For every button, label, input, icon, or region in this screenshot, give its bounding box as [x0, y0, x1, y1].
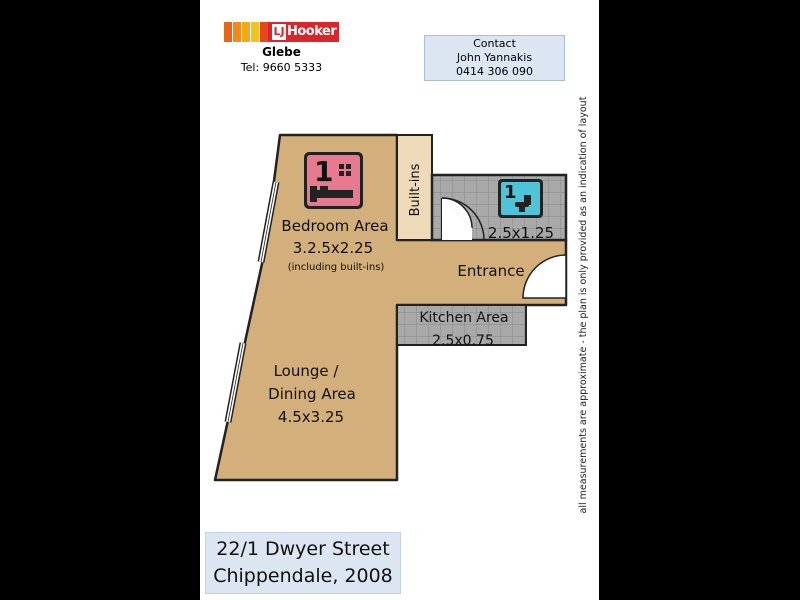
bedroom-count: 1 — [314, 155, 333, 188]
disclaimer-note: all measurements are approximate - the p… — [578, 96, 589, 514]
contact-phone[interactable]: 0414 306 090 — [456, 65, 533, 78]
contact-title: Contact — [473, 37, 516, 50]
office-name: Glebe — [262, 45, 301, 59]
window-bedroom — [257, 181, 280, 263]
address-box: 22/1 Dwyer Street Chippendale, 2008 — [205, 532, 401, 594]
address-line1: 22/1 Dwyer Street — [216, 538, 390, 560]
lj-hooker-logo: LJ Hooker — [224, 22, 339, 42]
kitchen-size: 2.5x0.75 — [432, 333, 494, 349]
lounge-label-line2: Dining Area — [268, 385, 356, 403]
built-ins — [396, 134, 433, 241]
contact-name: John Yannakis — [456, 51, 533, 64]
kitchen-label: Kitchen Area — [419, 310, 508, 326]
office-phone: Tel: 9660 5333 — [240, 61, 323, 74]
floor-plan: 1 1 Bedroom Area 3.2.5x2.25 (including b… — [213, 133, 568, 482]
listing-sheet: LJ Hooker Glebe Tel: 9660 5333 Contact J… — [200, 0, 599, 600]
entrance-label: Entrance — [457, 262, 524, 280]
bathroom-count: 1 — [504, 182, 517, 203]
contact-box: Contact John Yannakis 0414 306 090 — [424, 35, 565, 81]
bedroom-note: (including built-ins) — [288, 262, 385, 273]
bathroom-icon — [498, 179, 543, 218]
logo-wordmark: Hooker — [287, 24, 337, 39]
builtins-label: Built-ins — [408, 163, 423, 216]
bedroom-icon — [304, 152, 363, 209]
window-lounge — [224, 342, 247, 423]
logo-lj-mark: LJ — [272, 24, 286, 40]
bedroom-label: Bedroom Area — [281, 217, 388, 235]
kitchen — [396, 304, 527, 346]
lounge-size: 4.5x3.25 — [278, 408, 344, 426]
bathroom-size: 2.5x1.25 — [488, 224, 554, 242]
bedroom-size: 3.2.5x2.25 — [293, 239, 373, 257]
lounge-label-line1: Lounge / — [274, 362, 340, 380]
address-line2: Chippendale, 2008 — [213, 565, 393, 587]
